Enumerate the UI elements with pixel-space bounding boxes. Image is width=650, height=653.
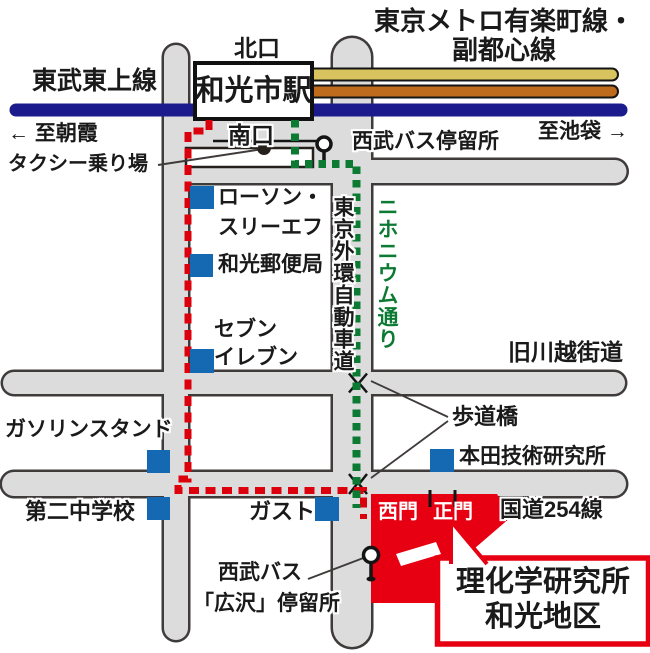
footbridge-pointer-north bbox=[370, 380, 449, 418]
riken-label-box bbox=[434, 555, 650, 647]
gas-station-marker bbox=[147, 450, 170, 473]
hirosawa-pointer-line bbox=[307, 556, 367, 580]
north-exit-label: 北口 bbox=[234, 35, 280, 61]
junior-high-label: 第二中学校 bbox=[25, 499, 136, 524]
junior-high-marker bbox=[147, 497, 170, 520]
footbridge-label: 歩道橋 bbox=[452, 404, 519, 429]
south-exit-label: 南口 bbox=[228, 122, 274, 148]
lawson-label-line1: ローソン・ bbox=[218, 186, 323, 209]
gusto-marker bbox=[315, 497, 339, 521]
walking-route-red-dashed bbox=[174, 120, 367, 519]
to-asaka-label: ← 至朝霞 bbox=[8, 122, 98, 145]
hirosawa-bus-label-line1: 西武バス bbox=[218, 561, 302, 584]
seven-eleven-marker bbox=[190, 349, 214, 373]
station-name-label: 和光市駅 bbox=[195, 75, 312, 107]
post-office-label: 和光郵便局 bbox=[218, 253, 323, 276]
to-ikebukuro-label: 至池袋 → bbox=[538, 120, 628, 143]
riken-label-line2: 和光地区 bbox=[484, 601, 601, 633]
hirosawa-bus-stop-icon bbox=[361, 545, 381, 582]
hirosawa-bus-label-line2: 「広沢」停留所 bbox=[193, 592, 340, 615]
main-gate-label: 正門 bbox=[433, 501, 473, 523]
old-kawagoe-kaido-label: 旧川越街道 bbox=[508, 339, 623, 365]
lawson-marker bbox=[190, 186, 214, 209]
nihonium-street-label: ニホニウム通り bbox=[375, 196, 398, 350]
railways bbox=[9, 67, 628, 117]
campus-notch bbox=[396, 542, 441, 566]
west-gate-label: 西門 bbox=[378, 501, 418, 523]
riken-campus-area bbox=[371, 494, 511, 603]
footbridge-pointer-south bbox=[370, 420, 449, 479]
taxi-pointer-line bbox=[157, 148, 264, 166]
taxi-stand-dot bbox=[257, 141, 271, 155]
honda-marker bbox=[430, 449, 454, 472]
tobu-tojo-line-label: 東武東上線 bbox=[32, 67, 158, 95]
seibu-bus-stop-label: 西武バス停留所 bbox=[352, 130, 499, 153]
riken-label-line1: 理化学研究所 bbox=[455, 566, 630, 598]
seven-eleven-label-line1: セブン bbox=[214, 318, 277, 341]
bus-stop-icon bbox=[315, 135, 333, 166]
gusto-label: ガスト bbox=[249, 499, 316, 524]
nihonium-route-green-dotted bbox=[291, 120, 361, 508]
honda-label: 本田技術研究所 bbox=[459, 445, 606, 468]
post-office-marker bbox=[190, 254, 213, 277]
lawson-label-line2: スリーエフ bbox=[218, 216, 323, 239]
taxi-stand-label: タクシー乗り場 bbox=[8, 153, 148, 175]
metro-line-title-1: 東京メトロ有楽町線・ bbox=[374, 6, 635, 36]
route254-label: 国道254線 bbox=[500, 497, 603, 522]
riken-label-tail-border bbox=[449, 519, 489, 566]
metro-line-title-2: 副都心線 bbox=[452, 35, 557, 65]
station-box bbox=[193, 61, 314, 121]
landmark-markers bbox=[147, 186, 454, 521]
seven-eleven-label-line2: イレブン bbox=[214, 346, 298, 369]
gas-station-label: ガソリンスタンド bbox=[5, 418, 173, 441]
gaikan-expressway-label: 東京外環自動車道 bbox=[331, 196, 354, 372]
